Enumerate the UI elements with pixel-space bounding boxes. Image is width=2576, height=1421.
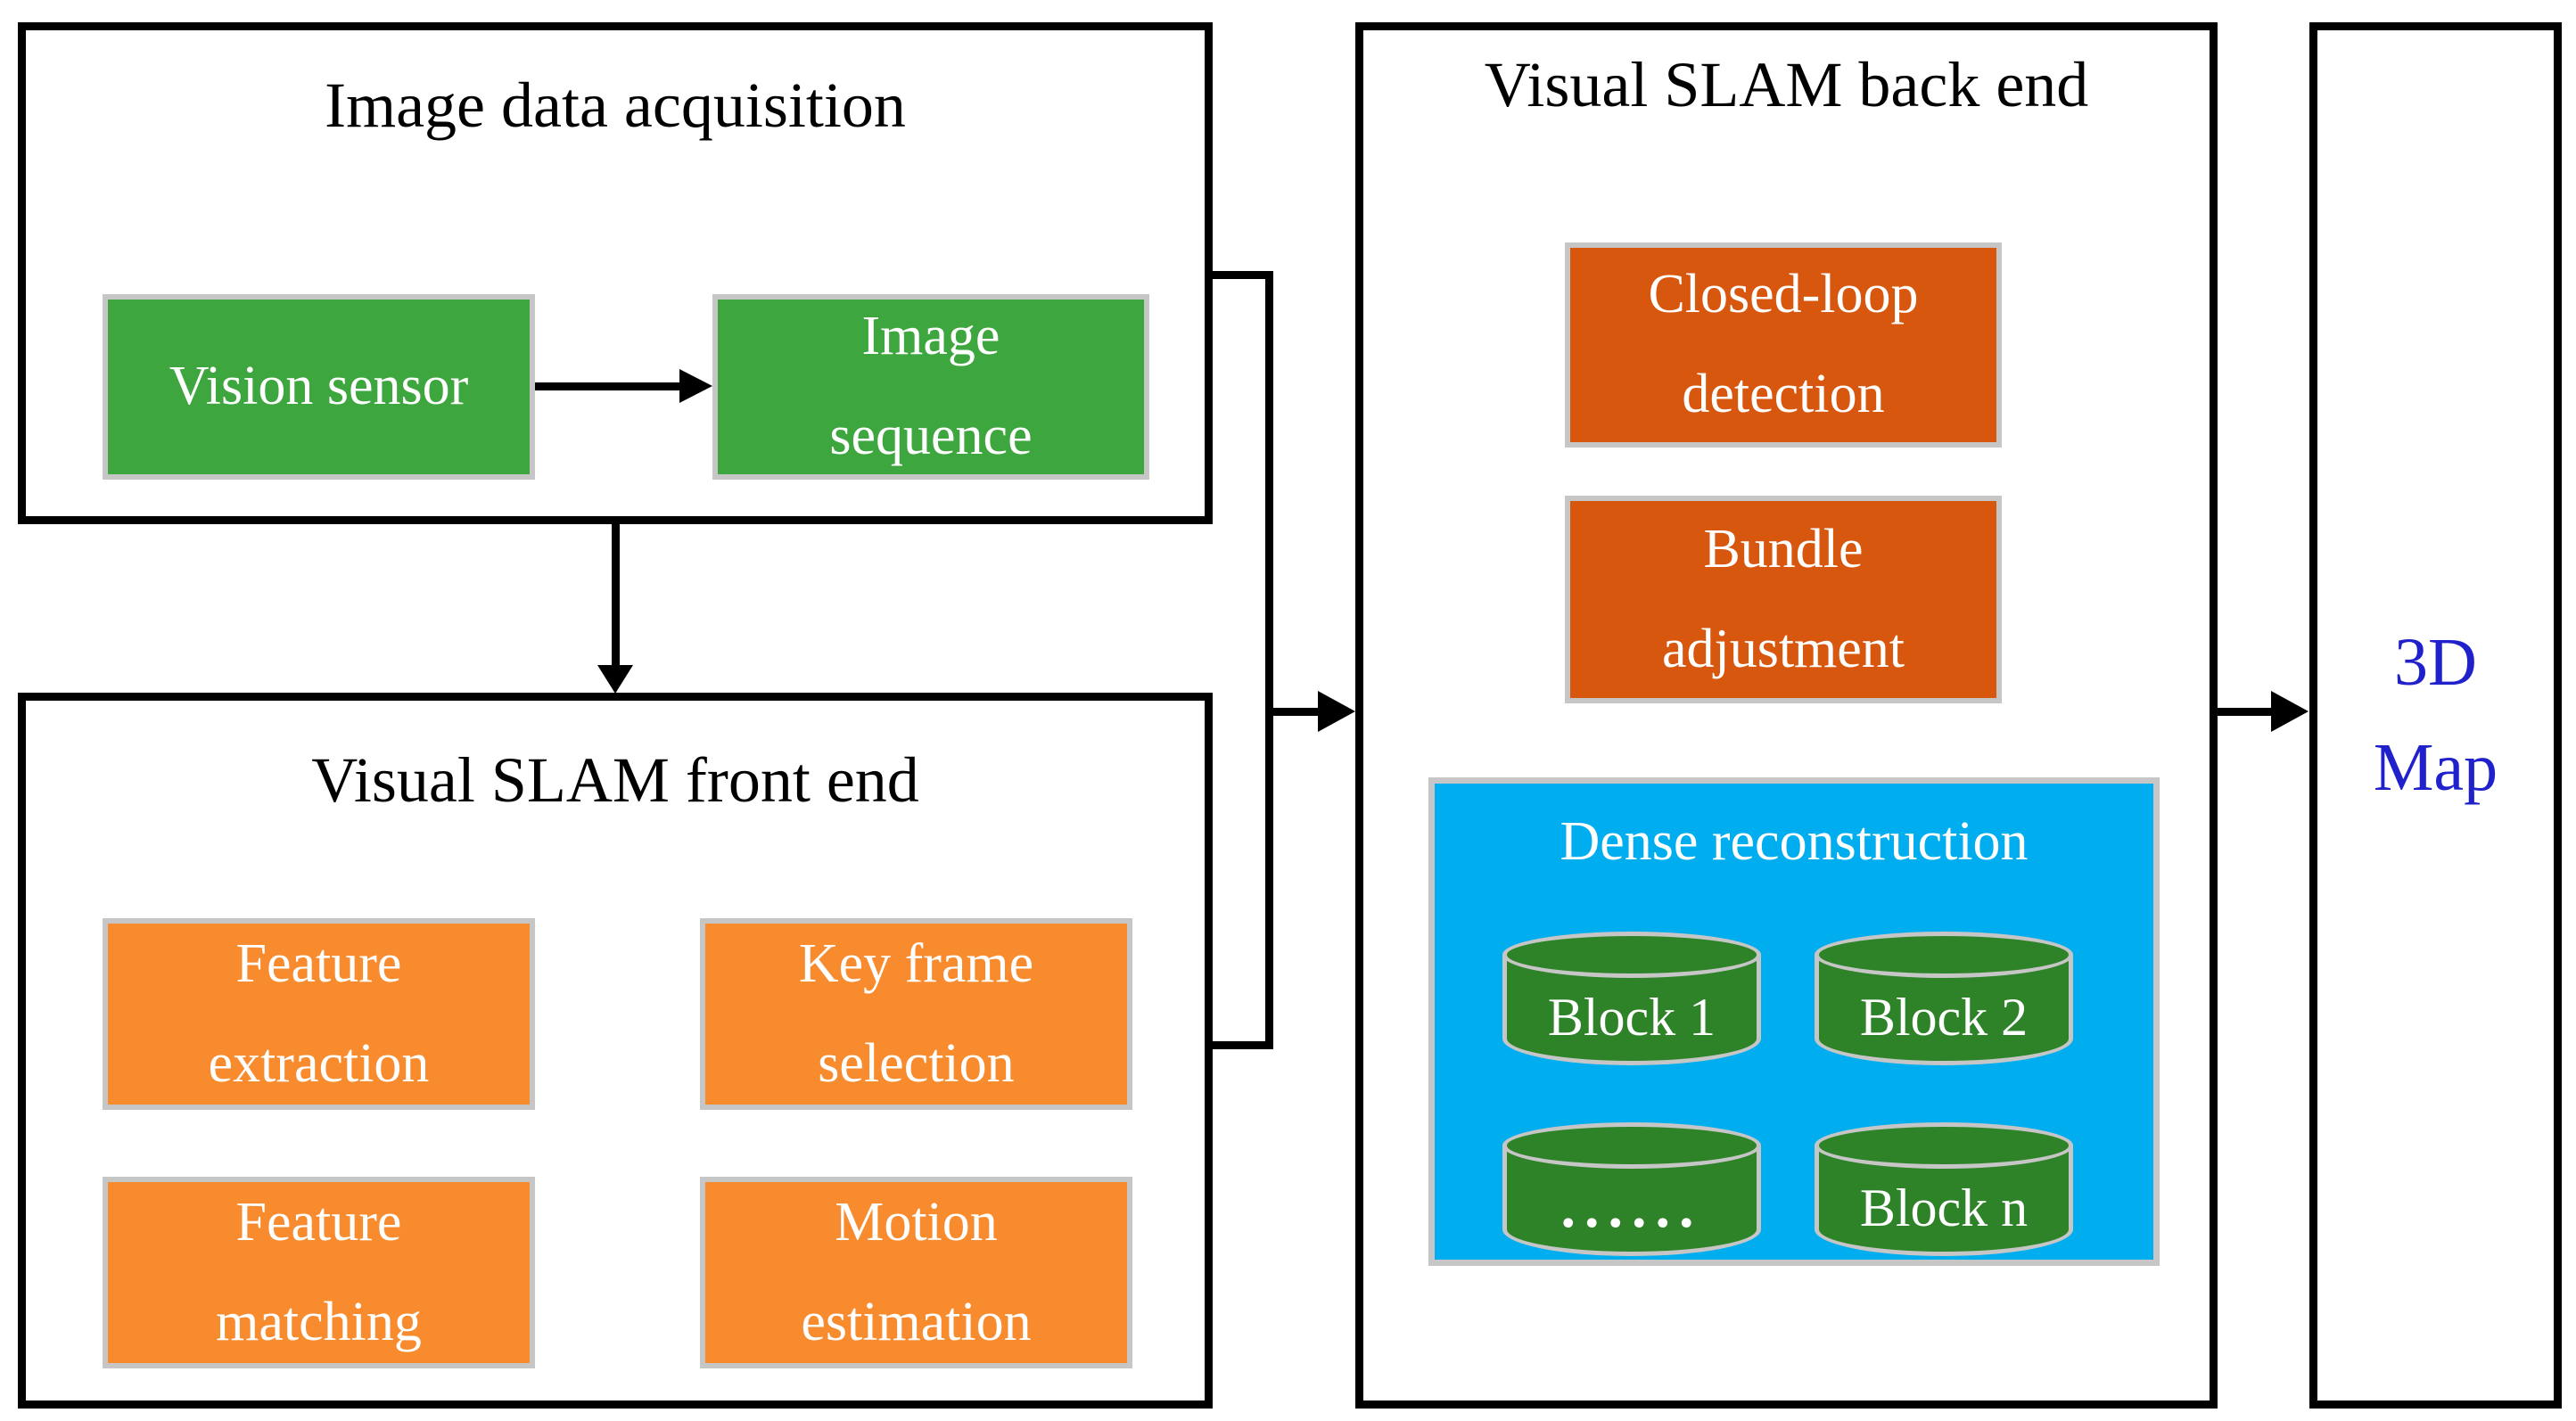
visual-slam-front-end-title: Visual SLAM front end [311,744,919,816]
feature-matching-box: Feature matching [103,1177,535,1368]
vision-sensor-label: Vision sensor [169,356,469,417]
key-frame-selection-label: Key frame selection [798,932,1034,1094]
frontend-merge-stub-line [1213,1041,1273,1049]
merge-to-backend-arrowhead-icon [1318,691,1355,732]
block-1-label: Block 1 [1547,987,1716,1047]
blocks-ellipsis-cylinder: ...... [1502,1122,1761,1256]
acquisition-to-frontend-arrowhead-icon [597,665,633,694]
cylinder-top [1502,932,1761,978]
acquisition-merge-stub-line [1213,271,1273,279]
acquisition-to-frontend-arrow-line [612,524,620,665]
map-output-label: 3D Map [2373,624,2498,805]
motion-estimation-label: Motion estimation [801,1191,1032,1352]
image-data-acquisition-box: Image data acquisition Vision sensor Ima… [18,22,1213,524]
visual-slam-back-end-box: Visual SLAM back end Closed-loop detecti… [1355,22,2218,1409]
visual-slam-front-end-box: Visual SLAM front end Feature extraction… [18,693,1213,1409]
backend-to-map-arrowhead-icon [2271,691,2309,732]
image-data-acquisition-title: Image data acquisition [325,70,906,141]
image-sequence-box: Image sequence [712,294,1149,480]
key-frame-selection-box: Key frame selection [700,918,1132,1110]
feature-extraction-label: Feature extraction [208,932,430,1094]
map-output-box: 3D Map [2309,22,2562,1409]
block-2-label: Block 2 [1859,987,2029,1047]
image-sequence-label: Image sequence [829,306,1033,466]
feature-extraction-box: Feature extraction [103,918,535,1110]
dense-reconstruction-title: Dense reconstruction [1560,811,2029,872]
block-1-cylinder: Block 1 [1502,932,1761,1065]
feature-matching-label: Feature matching [216,1191,422,1352]
dense-reconstruction-panel: Dense reconstruction Block 1 Block 2 ...… [1428,777,2160,1266]
closed-loop-detection-label: Closed-loop detection [1648,264,1919,424]
blocks-ellipsis-label: ...... [1560,1175,1703,1240]
cylinder-top [1502,1122,1761,1169]
bundle-adjustment-box: Bundle adjustment [1565,496,2002,703]
vision-to-sequence-arrow-line [535,382,679,390]
vision-to-sequence-arrowhead-icon [679,369,712,403]
block-n-label: Block n [1859,1178,2029,1237]
vision-sensor-box: Vision sensor [103,294,535,480]
block-n-cylinder: Block n [1815,1122,2073,1256]
merge-connector-vertical-line [1265,271,1273,1049]
block-2-cylinder: Block 2 [1815,932,2073,1065]
motion-estimation-box: Motion estimation [700,1177,1132,1368]
merge-to-backend-arrow-line [1273,708,1318,716]
bundle-adjustment-label: Bundle adjustment [1661,518,1905,679]
cylinder-top [1815,1122,2073,1169]
visual-slam-back-end-title: Visual SLAM back end [1484,49,2089,120]
backend-to-map-arrow-line [2218,708,2271,716]
cylinder-top [1815,932,2073,978]
closed-loop-detection-box: Closed-loop detection [1565,242,2002,448]
